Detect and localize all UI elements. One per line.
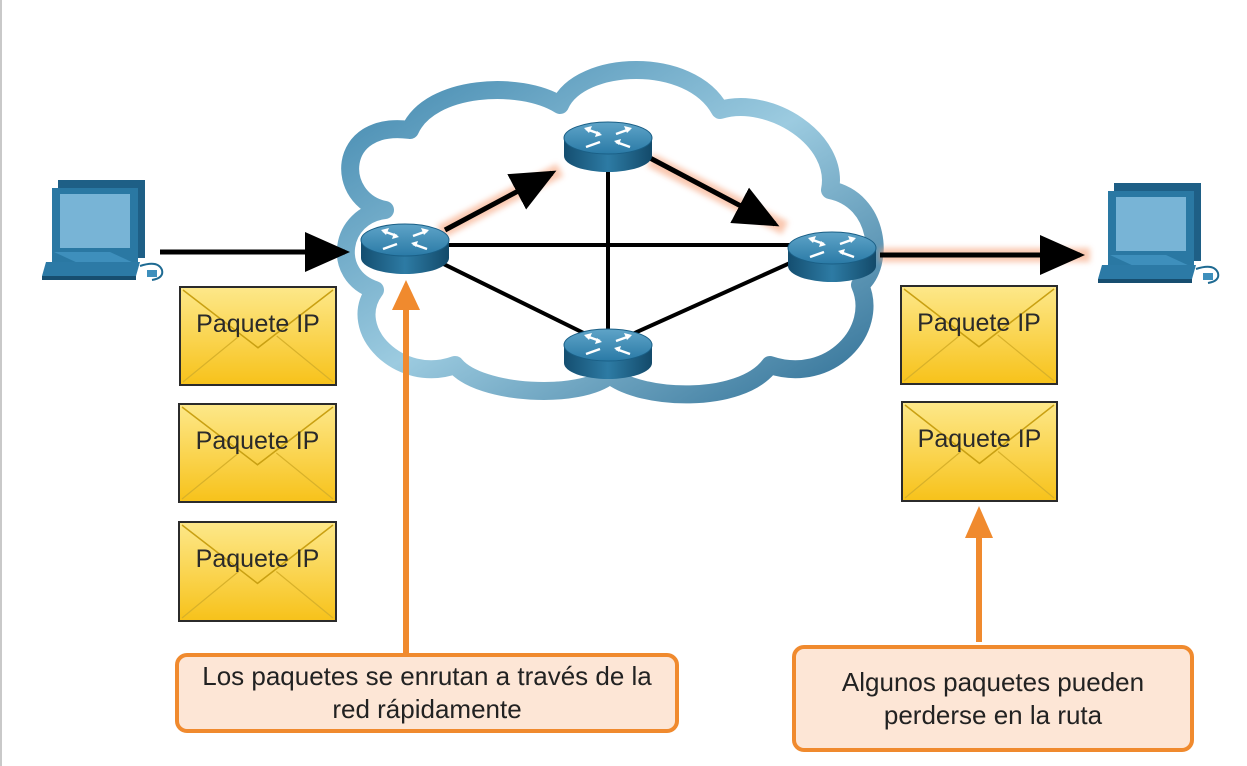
callout-left-text: Los paquetes se enrutan a través de la r… — [202, 661, 652, 724]
left-border — [0, 0, 2, 766]
packet-label: Paquete IP — [918, 425, 1042, 453]
envelope-icon: Paquete IP — [179, 286, 337, 386]
cloud-icon — [336, 61, 884, 404]
callout-packets-lost: Algunos paquetes pueden perderse en la r… — [792, 645, 1194, 752]
callout-routed-quickly: Los paquetes se enrutan a través de la r… — [175, 653, 679, 733]
router-icon — [787, 231, 877, 282]
envelope-icon: Paquete IP — [178, 521, 337, 622]
router-icon — [360, 223, 450, 274]
envelope-icon: Paquete IP — [901, 401, 1058, 502]
envelope-icon: Paquete IP — [900, 285, 1058, 385]
arrow-top-to-right — [648, 155, 780, 227]
computer-icon — [42, 180, 164, 281]
packet-label: Paquete IP — [917, 309, 1041, 337]
router-icon — [563, 328, 653, 379]
packet-label: Paquete IP — [196, 545, 320, 573]
router-icon — [563, 121, 653, 172]
arrow-router-to-top — [443, 170, 557, 233]
callout-right-text: Algunos paquetes pueden perderse en la r… — [841, 666, 1145, 730]
packet-label: Paquete IP — [196, 427, 320, 455]
callout-arrows — [392, 280, 993, 655]
packet-path-arrows — [160, 155, 1085, 275]
packet-label: Paquete IP — [196, 310, 320, 338]
computer-icon — [1098, 183, 1220, 284]
envelope-icon: Paquete IP — [178, 403, 337, 503]
